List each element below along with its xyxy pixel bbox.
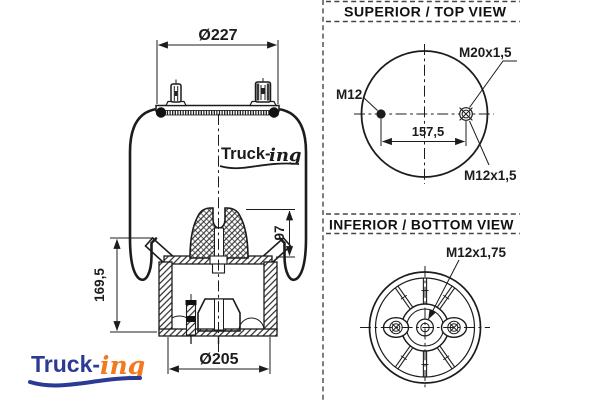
top-view: SUPERIOR / TOP VIEW M12 M20x1,5 M12x1,5 … — [326, 0, 520, 184]
lower-stud — [185, 294, 197, 344]
plate-serration — [156, 110, 279, 116]
m12x175-leader — [428, 259, 460, 320]
m12-stud-dot — [376, 109, 386, 119]
watermark-text-bold: Truck- — [221, 145, 271, 163]
dimension-97: 97 — [246, 209, 295, 258]
bellows-watermark: Truck- ing — [219, 145, 302, 170]
piston-bottom-block — [197, 298, 241, 332]
dim-169-5-label: 169,5 — [92, 268, 107, 302]
piston-wall-right — [263, 261, 278, 332]
watermark-text-script: ing — [269, 145, 302, 166]
logo-text-bold: Truck- — [31, 351, 100, 377]
logo-swoosh — [28, 375, 142, 388]
dim-227-label: Ø227 — [198, 27, 237, 44]
logo-text-script: ing — [100, 351, 145, 380]
piston-spokes — [394, 278, 456, 377]
top-plate-assembly — [155, 78, 280, 118]
m20-leader — [469, 60, 517, 108]
m12-label: M12 — [336, 87, 362, 102]
m12-leader — [362, 96, 378, 111]
bellows-outline-left — [128, 107, 159, 282]
dimension-169-5: 169,5 — [92, 237, 157, 333]
bellows-outline-right — [276, 107, 308, 282]
piston-wall-left — [158, 261, 173, 332]
top-view-title: SUPERIOR / TOP VIEW — [344, 5, 507, 21]
bottom-view: INFERIOR / BOTTOM VIEW — [326, 213, 520, 389]
dimension-227: Ø227 — [156, 27, 279, 104]
bead-right — [268, 107, 280, 118]
brand-logo: Truck- ing — [28, 351, 145, 388]
bottom-view-title: INFERIOR / BOTTOM VIEW — [329, 218, 514, 233]
m20-port-symbol — [459, 107, 473, 121]
bead-left — [155, 107, 167, 118]
dim-205-label: Ø205 — [199, 351, 238, 368]
m20-label: M20x1,5 — [459, 45, 512, 60]
m12x175-label: M12x1,75 — [446, 245, 507, 260]
m12x15-label: M12x1,5 — [464, 168, 517, 183]
dimension-157-5: 157,5 — [380, 119, 467, 146]
watermark-swoosh — [219, 162, 300, 170]
dim-97-label: 97 — [272, 225, 287, 240]
bellows-body — [130, 109, 306, 280]
stud-m20-port — [249, 78, 277, 107]
dim-157-5-label: 157,5 — [412, 124, 445, 139]
stud-m12 — [165, 79, 187, 107]
side-view: Truck- ing — [92, 27, 308, 374]
dimension-205: Ø205 — [167, 337, 271, 374]
m12x15-leader — [469, 120, 490, 166]
